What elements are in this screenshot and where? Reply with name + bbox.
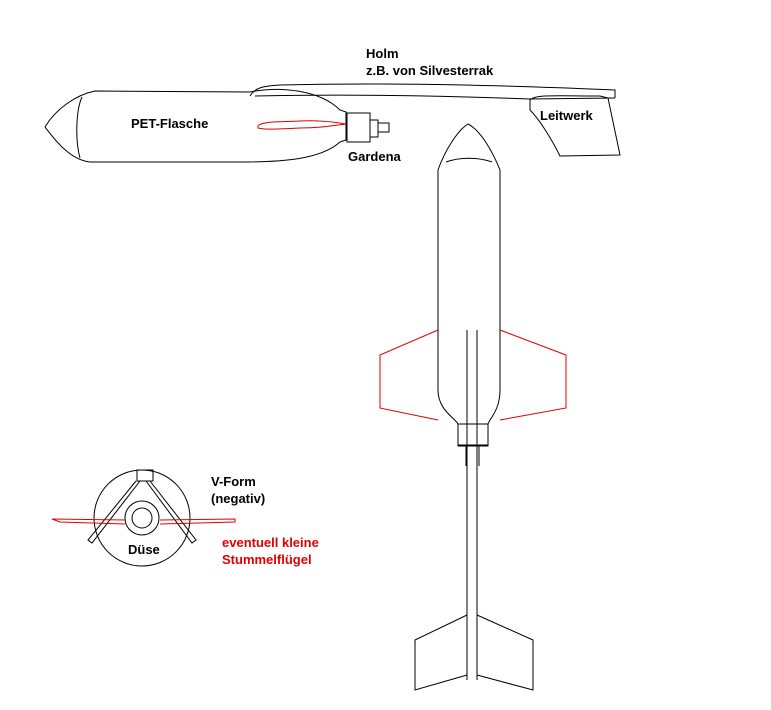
label-v-form-note: (negativ) [211, 491, 266, 506]
pet-red-tube [257, 120, 347, 130]
label-gardena: Gardena [348, 149, 401, 164]
side-view-holm [249, 83, 616, 100]
side-view-leitwerk [529, 95, 621, 157]
label-holm: Holm [366, 46, 399, 61]
label-stummel-2: Stummelflügel [222, 552, 312, 567]
label-stummel-1: eventuell kleine [222, 535, 319, 550]
top-view-rocket [437, 123, 501, 680]
side-view-bottle [44, 88, 347, 163]
front-view [87, 469, 197, 567]
label-duese: Düse [128, 542, 160, 557]
top-view-tail [414, 614, 534, 691]
label-holm-note: z.B. von Silvesterrak [366, 63, 494, 78]
label-v-form: V-Form [211, 474, 256, 489]
front-view-stub-wings [51, 518, 236, 525]
label-pet-flasche: PET-Flasche [131, 116, 209, 131]
top-view-wings [379, 329, 567, 421]
gardena-connector [346, 112, 390, 143]
label-leitwerk: Leitwerk [540, 108, 593, 123]
